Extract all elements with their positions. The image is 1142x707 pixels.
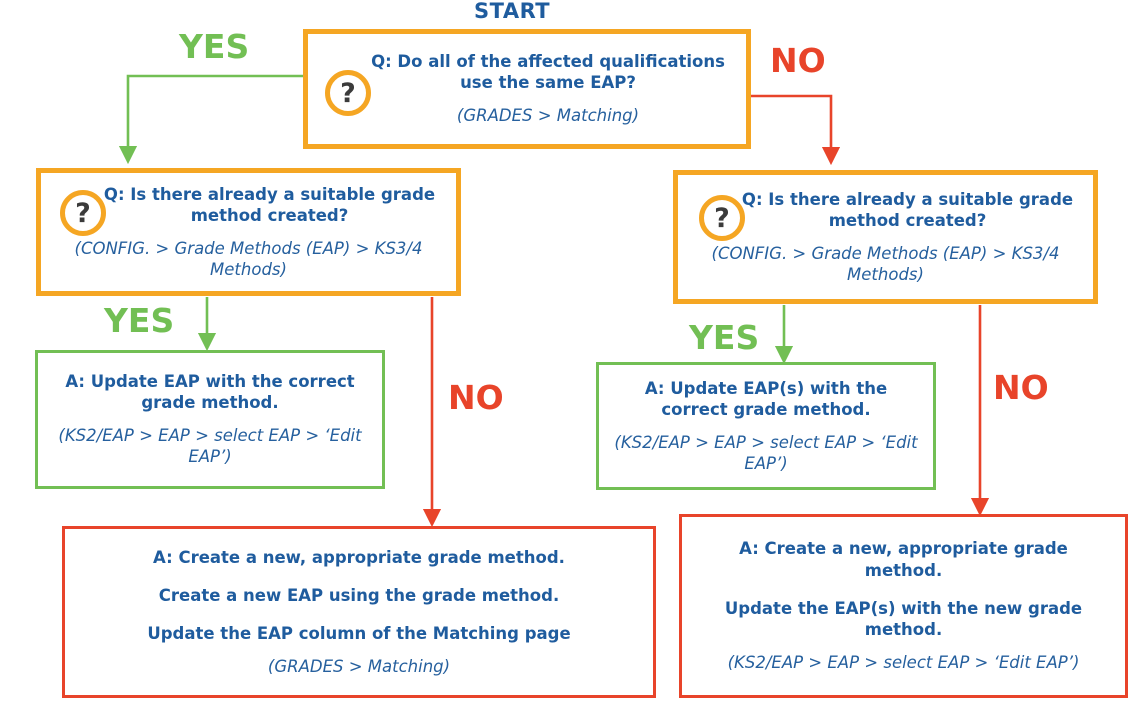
node-headline: A: Create a new, appropriate grade metho…	[739, 539, 1068, 580]
node-headline: A: Update EAP with the correct grade met…	[65, 372, 355, 413]
node-path-note: (KS2/EAP > EAP > select EAP > ‘Edit EAP’…	[614, 432, 918, 473]
edge-label-left-no: NO	[448, 378, 504, 417]
node-headline: A: Create a new, appropriate grade metho…	[153, 547, 565, 567]
question-mark-glyph: ?	[714, 202, 730, 234]
node-headline: Update the EAP column of the Matching pa…	[147, 623, 571, 643]
node-path-note: (GRADES > Matching)	[267, 656, 451, 676]
node-right-question[interactable]: ? Q: Is there already a suitable grade m…	[673, 170, 1098, 304]
node-headline: A: Update EAP(s) with the correct grade …	[644, 378, 888, 419]
node-path-note: (CONFIG. > Grade Methods (EAP) > KS3/4 M…	[711, 243, 1060, 284]
question-mark-icon: ?	[60, 190, 106, 236]
node-left-answer-no[interactable]: A: Create a new, appropriate grade metho…	[62, 526, 656, 698]
question-mark-glyph: ?	[340, 77, 356, 109]
node-headline: Q: Is there already a suitable grade met…	[103, 184, 436, 225]
edge-label-start-no: NO	[770, 41, 826, 80]
node-headline: Update the EAP(s) with the new grade met…	[724, 598, 1083, 639]
start-label: START	[474, 0, 551, 23]
edge-label-start-yes: YES	[179, 27, 250, 66]
question-mark-icon: ?	[699, 195, 745, 241]
edge-label-left-yes: YES	[104, 301, 175, 340]
node-path-note: (KS2/EAP > EAP > select EAP > ‘Edit EAP’…	[727, 652, 1080, 672]
node-path-note: (GRADES > Matching)	[456, 106, 640, 126]
node-headline: Q: Is there already a suitable grade met…	[741, 189, 1074, 230]
node-headline: Create a new EAP using the grade method.	[158, 585, 560, 605]
node-start-question[interactable]: ? Q: Do all of the affected qualificatio…	[303, 29, 751, 149]
node-right-answer-yes[interactable]: A: Update EAP(s) with the correct grade …	[596, 362, 936, 490]
edge-label-right-no: NO	[993, 368, 1049, 407]
question-mark-icon: ?	[325, 70, 371, 116]
node-headline: Q: Do all of the affected qualifications…	[371, 52, 725, 93]
node-path-note: (CONFIG. > Grade Methods (EAP) > KS3/4 M…	[74, 238, 423, 279]
node-left-question[interactable]: ? Q: Is there already a suitable grade m…	[36, 168, 461, 296]
edge-start-no	[751, 94, 841, 166]
edge-start-yes	[118, 74, 303, 165]
node-left-answer-yes[interactable]: A: Update EAP with the correct grade met…	[35, 350, 385, 489]
node-path-note: (KS2/EAP > EAP > select EAP > ‘Edit EAP’…	[58, 426, 362, 467]
edge-label-right-yes: YES	[689, 318, 760, 357]
node-right-answer-no[interactable]: A: Create a new, appropriate grade metho…	[679, 514, 1128, 698]
question-mark-glyph: ?	[75, 197, 91, 229]
